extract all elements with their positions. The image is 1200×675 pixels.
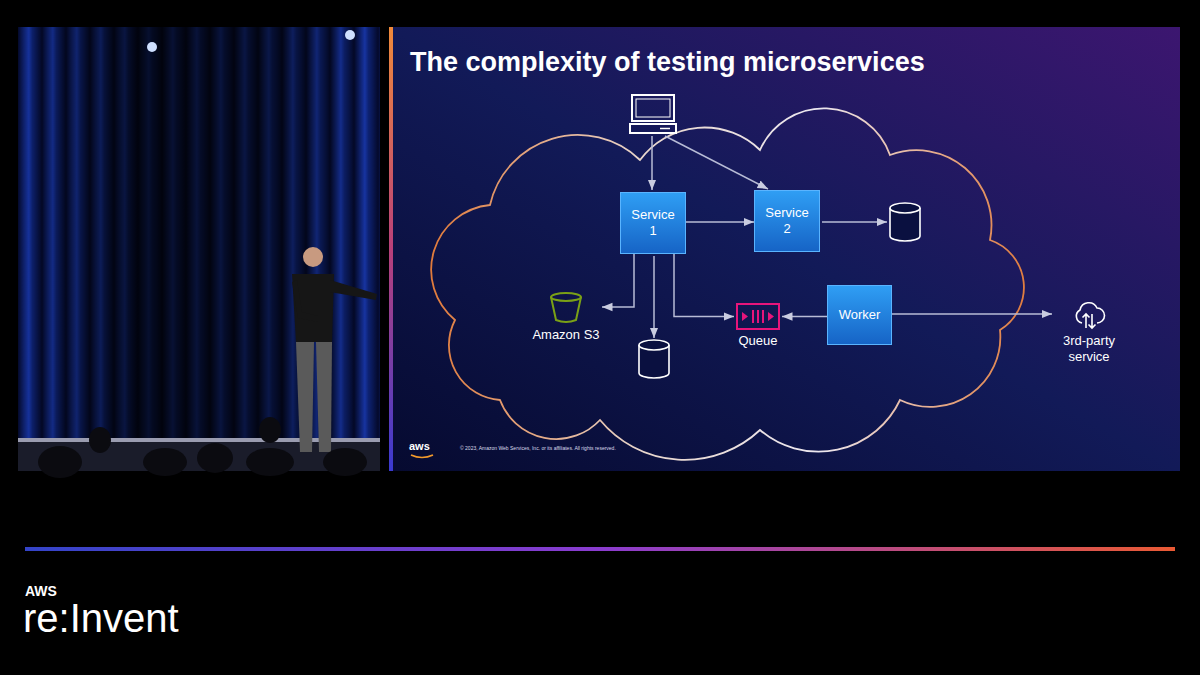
icon-label: Amazon S3 (532, 327, 599, 343)
slide-accent (389, 27, 393, 471)
external-service: 3rd-party service (1052, 298, 1126, 366)
client-computer (630, 95, 676, 133)
bottom-bar (25, 547, 1175, 551)
bucket-icon (546, 290, 586, 324)
box-label: Worker (839, 307, 881, 323)
event-brand: AWS (25, 584, 57, 598)
message-queue: Queue (734, 303, 782, 349)
audience (38, 417, 367, 478)
service-box: Service 1 (620, 192, 686, 254)
event-name: re:Invent (23, 598, 179, 638)
curtain (18, 27, 380, 471)
flow-arrow (782, 316, 827, 318)
box-label: Service 1 (627, 207, 679, 240)
storage-bucket: Amazon S3 (530, 290, 602, 343)
curtain-shade (18, 27, 380, 471)
aws-smile (411, 455, 433, 458)
worker-box: Worker (827, 285, 892, 345)
queue-icon (736, 303, 780, 330)
database-cylinder (890, 203, 920, 241)
box-label: Service 2 (761, 205, 813, 238)
stage-light (147, 42, 157, 52)
icon-label: Queue (738, 333, 777, 349)
slide-title: The complexity of testing microservices (410, 46, 1170, 78)
flow-arrow (892, 313, 1052, 315)
flow-arrow (686, 221, 754, 223)
icon-label: 3rd-party service (1054, 333, 1124, 366)
flow-arrow (674, 254, 734, 317)
stage-light (345, 30, 355, 40)
cloudarrows-icon (1072, 298, 1106, 330)
flow-arrow (602, 254, 634, 307)
cloud-boundary (431, 108, 1024, 459)
speaker (292, 247, 377, 452)
slide-panel (390, 27, 1180, 471)
copyright-note: © 2023, Amazon Web Services, Inc. or its… (460, 446, 616, 451)
service-box: Service 2 (754, 190, 820, 252)
request-lines (652, 136, 887, 338)
aws-logo-text: aws (409, 441, 430, 452)
database-cylinder (639, 340, 669, 378)
